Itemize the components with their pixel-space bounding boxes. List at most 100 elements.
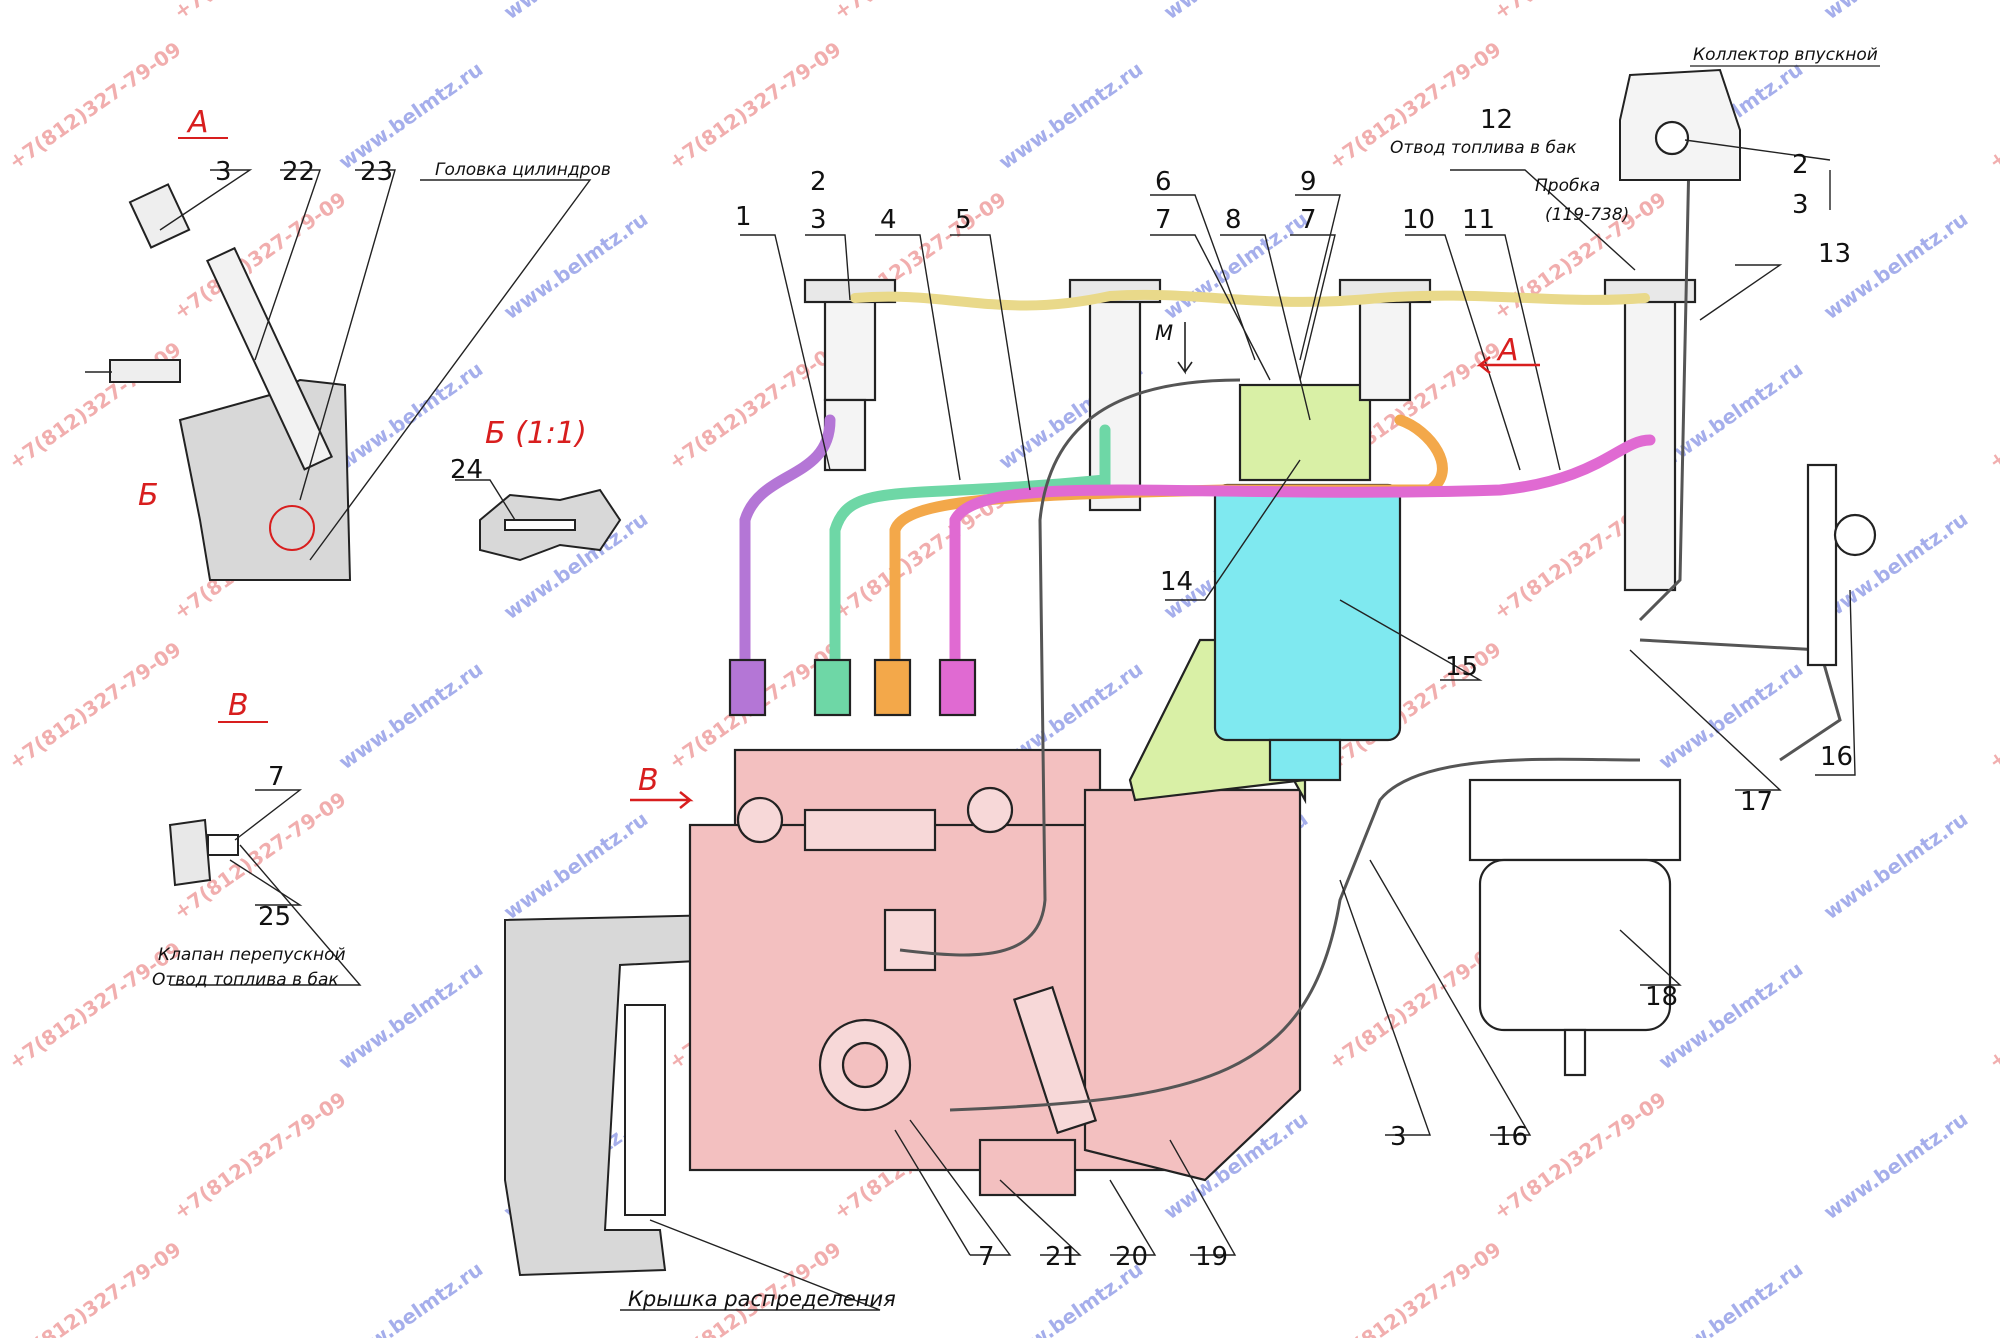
watermark-text: www.belmtz.ru (499, 207, 652, 324)
pump-adjust-bolt (966, 786, 1014, 834)
callout-8: 8 (1225, 205, 1242, 235)
injector-fitting (109, 359, 181, 383)
view-m-label: М (1155, 321, 1173, 345)
fitting-purple (728, 658, 767, 717)
high-pressure-lines (739, 414, 1656, 666)
callout-1: 1 (735, 202, 752, 232)
pump-nameplate (803, 808, 937, 852)
caption-return-bottom: Отвод топлива в бак (152, 970, 339, 990)
callout-7b: 7 (1300, 205, 1317, 235)
captions: Головка цилиндров Коллектор впускной Отв… (152, 45, 1880, 1311)
watermark-text: www.belmtz.ru (334, 1257, 487, 1338)
view-a-arrow-label: А (1496, 333, 1519, 368)
pump-shaft-core (841, 1041, 889, 1089)
return-line-top (850, 289, 1650, 311)
filter-body (1213, 483, 1402, 742)
valve-housing (168, 818, 212, 887)
view-markers: А Б (1:1) Б В В А М (138, 105, 1540, 809)
detail-v-valve (168, 818, 239, 887)
callout-20: 20 (1115, 1242, 1148, 1272)
primer-pump (883, 908, 937, 972)
watermark-text: +7(812)327-79-09 (169, 1087, 350, 1224)
watermark-text: www.belmtz.ru (1654, 1257, 1807, 1338)
callout-2: 2 (810, 167, 827, 197)
callout-2-right: 2 (1792, 150, 1809, 180)
watermark-text: +7(812)327-79-09 (4, 1237, 185, 1338)
leader-lines (159, 139, 1856, 1311)
callout-14: 14 (1160, 567, 1193, 597)
callout-19: 19 (1195, 1242, 1228, 1272)
pump-outlet-fittings (728, 658, 977, 717)
view-v-arrow-label: В (638, 763, 659, 798)
callout-7c: 7 (978, 1242, 995, 1272)
line-green (829, 424, 1111, 666)
line-filter-to-pump (899, 378, 1241, 957)
callout-3-right: 3 (1792, 190, 1809, 220)
watermark-text: +7(812)327-79-09 (1984, 37, 2000, 174)
watermark-text: www.belmtz.ru (499, 807, 652, 924)
caption-plug-part: (119-738) (1545, 205, 1629, 225)
flange (624, 1004, 666, 1216)
watermark-text: +7(812)327-79-09 (4, 637, 185, 774)
line-tank-return (1639, 638, 1842, 762)
valve-bolt (207, 834, 239, 856)
caption-cylinder-head: Головка цилиндров (435, 160, 611, 180)
line-coarse-to-pump (949, 757, 1641, 1112)
watermark-text: +7(812)327-79-09 (4, 337, 185, 474)
callout-13: 13 (1818, 239, 1851, 269)
callout-7a: 7 (1155, 205, 1172, 235)
watermark-text: www.belmtz.ru (1819, 807, 1972, 924)
watermark-text: www.belmtz.ru (1819, 1107, 1972, 1224)
watermark-text: +7(812)327-79-09 (1984, 937, 2000, 1074)
callout-5: 5 (955, 205, 972, 235)
fitting-green (813, 658, 852, 717)
watermark-text: +7(812)327-79-09 (664, 37, 845, 174)
injector-3 (1338, 278, 1432, 402)
side-bracket (1806, 463, 1877, 667)
view-b-title: Б (1:1) (485, 416, 587, 451)
watermark-text: +7(812)327-79-09 (1984, 1237, 2000, 1338)
line-pink (949, 434, 1656, 666)
callout-11: 11 (1462, 205, 1495, 235)
watermark-text: www.belmtz.ru (334, 57, 487, 174)
watermark-text: +7(812)327-79-09 (1324, 937, 1505, 1074)
seal-washer (504, 519, 576, 531)
view-b-marker-label: Б (138, 478, 159, 513)
filter-bottom (1268, 738, 1342, 782)
callout-25: 25 (258, 902, 291, 932)
pump-sump (978, 1138, 1077, 1197)
callout-6: 6 (1155, 167, 1172, 197)
detail-b-marker (269, 505, 315, 551)
manifold-bolt (1654, 120, 1690, 156)
watermark-text: +7(812)327-79-09 (1324, 1237, 1505, 1338)
coarse-filter-head (1468, 778, 1682, 862)
callout-16a: 16 (1820, 742, 1853, 772)
pump-fill-plug (736, 796, 784, 844)
view-v-label: В (228, 688, 249, 723)
coarse-filter-drain (1563, 1028, 1587, 1077)
watermark-text: +7(812)327-79-09 (1984, 637, 2000, 774)
callout-4: 4 (880, 205, 897, 235)
watermark-text: www.belmtz.ru (1654, 357, 1807, 474)
governor-lever (1012, 985, 1098, 1135)
fuel-injection-pump (688, 748, 1302, 1197)
cylinder-head-section (178, 378, 352, 581)
detail-a-injector (85, 183, 352, 581)
caption-timing-cover: Крышка распределения (628, 1287, 896, 1311)
watermark-text: +7(812)327-79-09 (1489, 1087, 1670, 1224)
timing-cover (504, 913, 722, 1277)
callout-22: 22 (282, 157, 315, 187)
callout-17: 17 (1740, 787, 1773, 817)
watermark-text: +7(812)327-79-09 (4, 37, 185, 174)
injector-body (205, 246, 334, 471)
line-purple (739, 414, 836, 666)
timing-cover-section (504, 913, 722, 1277)
callout-3b: 3 (1390, 1122, 1407, 1152)
caption-return-top: Отвод топлива в бак (1390, 138, 1577, 158)
watermark-text: www.belmtz.ru (334, 657, 487, 774)
fitting-orange (873, 658, 912, 717)
callout-12: 12 (1480, 105, 1513, 135)
watermark-text: www.belmtz.ru (1819, 0, 1972, 24)
callout-16b: 16 (1495, 1122, 1528, 1152)
